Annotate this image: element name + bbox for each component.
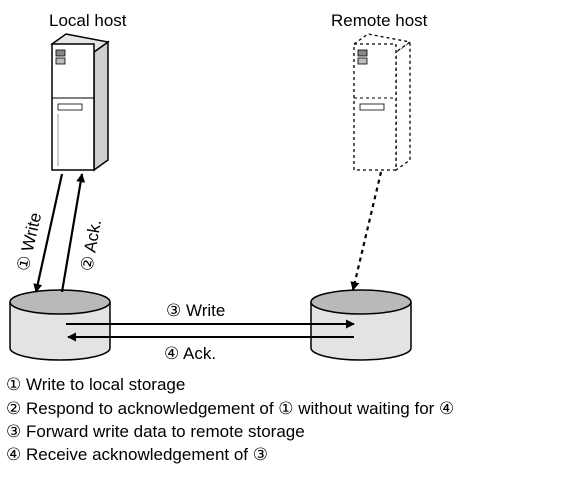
legend-item: ③ Forward write data to remote storage (6, 422, 305, 441)
write-local-arrow (33, 173, 64, 293)
write-local-label: ① Write (13, 211, 45, 273)
ack-local-label: ② Ack. (77, 218, 105, 273)
legend-item: ① Write to local storage (6, 375, 186, 394)
ack-remote-label: ④ Ack. (164, 344, 217, 363)
legend-item: ④ Receive acknowledgement of ③ (6, 445, 268, 464)
remote-host-server-icon (352, 33, 412, 172)
remote-host-label: Remote host (331, 11, 428, 30)
remote-host-link-arrow (350, 171, 383, 291)
ack-local-arrow (60, 173, 86, 293)
local-host-label: Local host (49, 11, 127, 30)
local-host-server-icon (50, 33, 110, 172)
legend-item: ② Respond to acknowledgement of ① withou… (6, 399, 455, 418)
remote-storage-cylinder-icon (310, 289, 412, 361)
write-remote-label: ③ Write (166, 301, 226, 320)
local-storage-cylinder-icon (9, 289, 111, 361)
